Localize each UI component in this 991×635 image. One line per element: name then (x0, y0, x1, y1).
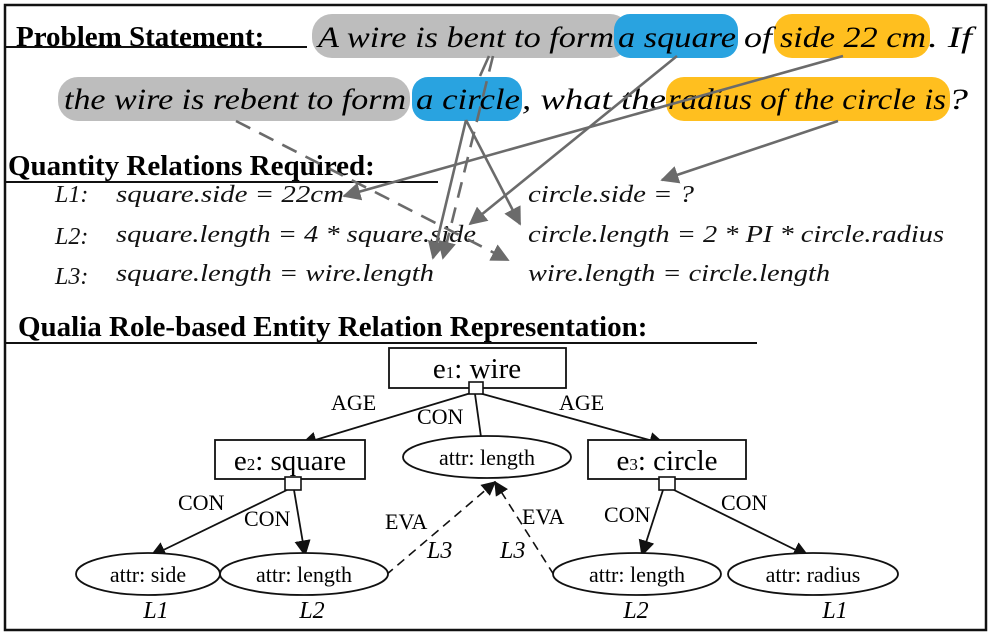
connector-wire-bent (478, 55, 491, 77)
relation-label-l3: L3: (54, 264, 88, 290)
equation-label-square-length: L2 (298, 598, 324, 624)
entity-circle-label: e3: circle (616, 445, 717, 477)
problem-segment-wire-rebent: the wire is rebent to form (64, 83, 406, 116)
entity-circle-name: : circle (638, 445, 718, 477)
relation-label-l2: L2: (54, 224, 88, 250)
relations-heading: Quantity Relations Required: (8, 150, 375, 182)
highlight-circle (412, 77, 522, 121)
problem-segment-if: . If (928, 21, 977, 54)
highlight-wire-bent (312, 14, 630, 58)
relation-l1-left: square.side = 22cm (116, 182, 344, 208)
entity-square-prefix: e (234, 445, 247, 477)
problem-segment-wire-bent: A wire is bent to form (316, 21, 614, 54)
edge-circle-to-radius (671, 488, 810, 557)
edge-label-l3-left: L3 (426, 538, 452, 564)
entity-circle-prefix: e (616, 445, 629, 477)
attr-circle-radius-label: attr: radius (766, 562, 861, 587)
edge-label-eva-left: EVA (385, 509, 427, 534)
highlight-square (614, 14, 738, 58)
edge-wire-to-circle (478, 392, 666, 448)
edge-square-to-side (149, 488, 290, 557)
entity-circle-box (587, 439, 747, 480)
connector-wire-to-l3-left (427, 119, 468, 260)
attr-circle-length (552, 552, 722, 596)
edge-eva-right (494, 480, 555, 576)
entity-wire-prefix: e (433, 353, 446, 385)
highlight-side (774, 14, 930, 58)
problem-segment-of: of (744, 21, 776, 54)
entity-circle-subscript: 3 (629, 455, 638, 474)
relation-l3-left: square.length = wire.length (116, 261, 434, 287)
edge-label-con-circle-length: CON (604, 502, 651, 527)
highlight-radius (666, 77, 950, 121)
attr-square-side-label: attr: side (110, 562, 186, 587)
equation-label-circle-length: L2 (622, 598, 648, 624)
edge-square-to-length (293, 489, 311, 557)
equation-label-square-side: L1 (142, 598, 168, 624)
problem-segment-side: side 22 cm (780, 21, 926, 54)
relation-l2-left: square.length = 4 * square.side (116, 222, 476, 248)
entity-square-name: : square (255, 445, 346, 477)
attr-wire-length-label: attr: length (439, 445, 535, 470)
edge-eva-left (385, 481, 497, 576)
attr-circle-length-label: attr: length (589, 562, 685, 587)
connector-wire-dashed-l3-left (438, 55, 495, 260)
problem-segment-radius: radius of the circle is (668, 83, 946, 116)
edge-label-con-square-side: CON (178, 490, 225, 515)
problem-segment-what-the: , what the (522, 83, 666, 116)
entity-square-subscript: 2 (247, 455, 256, 474)
connector-circle-to-l2-right (464, 119, 522, 226)
representation-heading: Qualia Role-based Entity Relation Repres… (18, 311, 647, 343)
relation-l2-right: circle.length = 2 * PI * circle.radius (528, 222, 944, 248)
entity-circle-port (658, 476, 676, 491)
equation-label-circle-radius: L1 (821, 598, 847, 624)
outer-border (3, 3, 988, 632)
connector-side-to-l1-left (342, 54, 844, 201)
edge-label-con-square-length: CON (244, 506, 291, 531)
entity-square-box (214, 439, 366, 480)
edge-label-l3-right: L3 (499, 538, 525, 564)
attr-square-length (219, 552, 389, 596)
entity-square-label: e2: square (234, 445, 346, 477)
edge-label-eva-right: EVA (522, 504, 564, 529)
attr-circle-radius (727, 552, 899, 596)
entity-wire-port (468, 381, 484, 395)
entity-wire-label: e1: wire (433, 353, 521, 385)
entity-square-port (284, 476, 302, 491)
edge-wire-to-length (474, 393, 482, 438)
attr-square-length-label: attr: length (256, 562, 352, 587)
problem-heading: Problem Statement: (16, 21, 264, 53)
entity-wire-subscript: 1 (446, 363, 455, 382)
highlight-wire-rebent (58, 77, 410, 121)
relation-l3-right: wire.length = circle.length (528, 261, 830, 287)
relation-label-l1: L1: (54, 182, 88, 208)
edge-label-con-circle-radius: CON (721, 490, 768, 515)
relation-l1-right: circle.side = ? (528, 182, 694, 208)
edge-label-con-wire: CON (417, 404, 464, 429)
problem-segment-square: a square (618, 21, 736, 54)
problem-segment-question-mark: ? (948, 83, 968, 116)
edge-label-age-left: AGE (331, 390, 376, 415)
entity-wire-name: : wire (454, 353, 521, 385)
edge-wire-to-square (300, 392, 472, 448)
problem-segment-circle: a circle (416, 83, 520, 116)
edge-label-age-right: AGE (559, 390, 604, 415)
attr-wire-length (402, 435, 572, 479)
connector-radius-to-l1-right (660, 119, 839, 184)
edge-circle-to-length (638, 489, 664, 557)
